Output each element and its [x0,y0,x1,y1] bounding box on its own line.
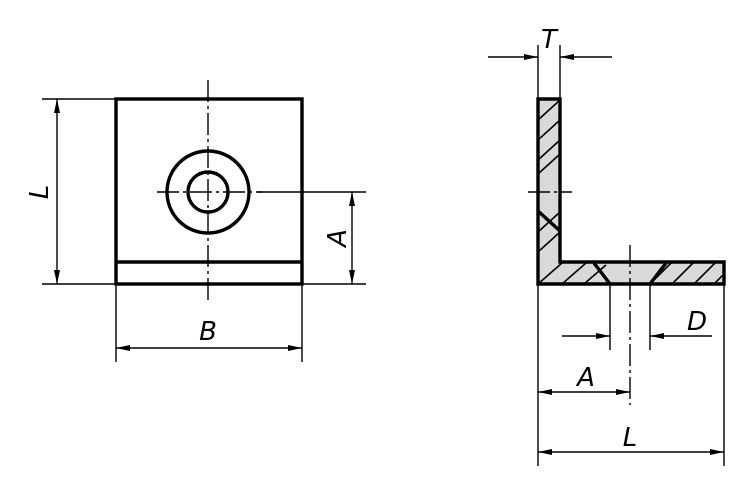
side-a-label: A [575,363,595,393]
side-view: T D A L [488,25,726,466]
countersink-right [648,261,668,286]
vertical-leg-countersink [536,209,562,233]
countersink-left [592,261,612,286]
side-l-label: L [623,423,638,453]
front-b-label: B [199,317,217,347]
side-d-label: D [687,307,707,337]
front-l-label: L [25,185,55,200]
angle-section [538,99,724,284]
front-a-label: A [323,229,353,249]
front-view: L A B [25,80,366,362]
side-t-label: T [541,25,559,55]
